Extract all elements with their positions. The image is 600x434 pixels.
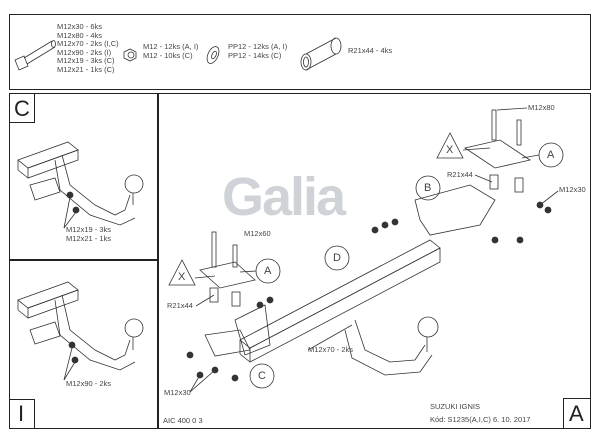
callout-letter-b: B [424,182,432,194]
drawing-code: AIC 400 0 3 [163,416,203,425]
label-m12x80: M12x80 [528,103,555,112]
tow-hook [344,316,439,376]
parts-list-frame [9,14,591,90]
callout-x-left [168,259,196,286]
label-m12x30-left: M12x30 [164,388,191,397]
callout-c [249,363,275,389]
bolt-icon [14,40,56,71]
part-label: M12x21 - 1ks [66,233,112,243]
sheet-letter-box [563,398,591,429]
washer-icon [206,46,220,64]
part-label: M12x19 - 3ks (C) [57,56,115,65]
spacer-label: R21x44 - 4ks [348,46,393,55]
label-m12x70: M12x70 - 2ks [308,345,354,354]
part-label: M12x70 - 2ks (I,C) [57,39,119,48]
part-label: M12x19 - 3ks [66,225,112,234]
spacer-icon [300,37,342,71]
callout-letter-x-left: X [178,271,186,283]
callout-letter-a-right: A [547,149,555,161]
panel-letter-box [9,399,35,429]
callout-letter-c: C [258,370,266,382]
nut-list: M12 - 12ks (A, I) M12 - 10ks (C) [143,42,199,60]
kod-date: Kód: S1235(A,I,C) 6. 10. 2017 [430,415,531,424]
callout-b [415,175,441,201]
divider [157,93,159,429]
part-label: M12x21 - 1ks (C) [57,64,115,74]
panel-letter-c: C [14,96,30,121]
part-label: M12x80 - 4ks [57,30,103,40]
label-r21x44-left: R21x44 [167,301,193,310]
part-label: M12 - 12ks (A, I) [143,42,199,51]
label-m12x30-right: M12x30 [559,185,586,194]
label-r21x44-right: R21x44 [447,170,473,179]
divider [9,259,158,261]
part-label: PP12 - 14ks (C) [228,50,282,60]
bolts-right [371,201,552,244]
callout-letter-a-left: A [264,265,272,277]
towbar-detail-c [17,141,144,229]
callout-letter-d: D [333,252,341,264]
callout-letter-x-right: X [446,144,454,156]
washer-list: PP12 - 12ks (A, I) PP12 - 14ks (C) [228,42,288,60]
panel-letter-i: I [18,401,25,426]
bolt-list: M12x30 - 6ks M12x80 - 4ks M12x70 - 2ks (… [57,22,119,74]
callout-x-right [436,132,464,159]
bracket-c [204,329,251,357]
panel-letter-box [9,93,35,123]
nut-icon [123,48,137,62]
vehicle-name: SUZUKI IGNIS [430,402,481,411]
label-m12x60: M12x60 [244,229,271,238]
towbar-detail-i [17,281,144,381]
callout-d [324,245,350,271]
panel-c-labels: M12x19 - 3ks M12x21 - 1ks [66,225,112,243]
galia-logo: Galia [222,167,346,227]
bolts-left [186,296,274,382]
part-label: M12x90 - 2ks (I) [57,47,112,57]
part-label: PP12 - 12ks (A, I) [228,42,288,51]
part-label: M12 - 10ks (C) [143,50,193,60]
drawing-frame [9,93,591,429]
bracket-a-right [464,109,531,193]
sheet-letter: A [569,401,584,426]
bracket-a-left [199,231,256,307]
part-label: M12x30 - 6ks [57,22,103,31]
panel-i-label: M12x90 - 2ks [66,379,112,388]
